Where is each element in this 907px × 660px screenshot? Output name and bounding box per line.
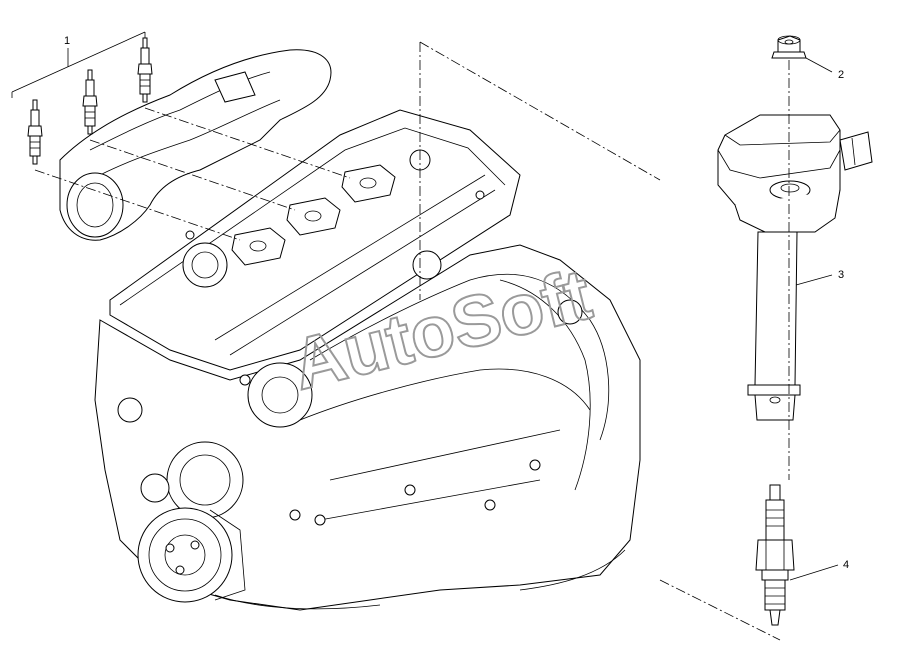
coil-top-3 <box>341 164 396 203</box>
spark-plug-single <box>755 484 795 626</box>
coil-nut <box>771 35 807 59</box>
watermark: AutoSoft <box>285 254 599 405</box>
spark-plug-set <box>11 31 351 241</box>
leader-lines <box>789 57 839 581</box>
callout-2: 2 <box>838 69 844 81</box>
spark-plug-1 <box>27 99 43 165</box>
callout-1: 1 <box>64 35 70 47</box>
spark-plug-2 <box>82 69 98 135</box>
callout-3: 3 <box>838 269 844 281</box>
callout-4: 4 <box>843 559 849 571</box>
coil-top-1 <box>231 227 286 266</box>
coil-top-2 <box>286 197 341 236</box>
engine-assembly <box>59 49 641 611</box>
ignition-coil <box>717 114 873 421</box>
spark-plug-3 <box>137 37 153 103</box>
exploded-view-boundary <box>419 41 781 641</box>
